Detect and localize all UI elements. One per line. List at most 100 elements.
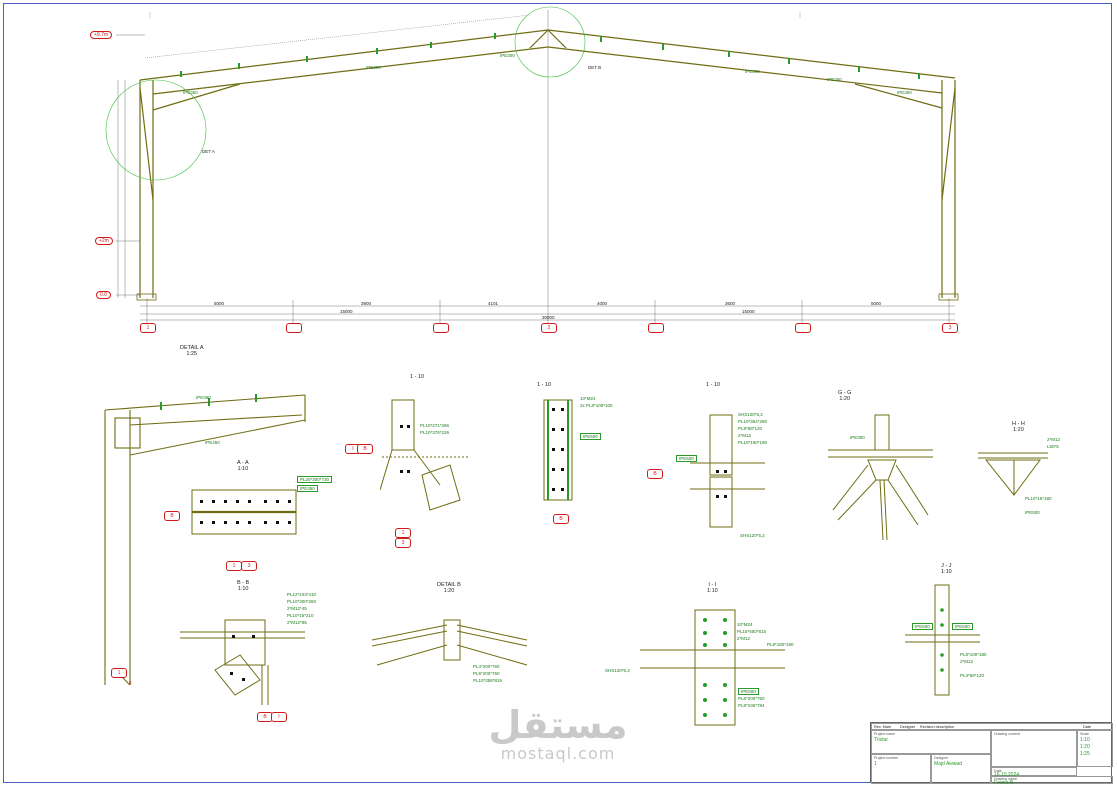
section-jj-part: 2*M12 bbox=[960, 659, 974, 664]
section-jj-part: PL4*58*120 bbox=[960, 673, 985, 678]
header-revision: Revision description bbox=[920, 724, 954, 729]
view-110c-part: PL10*150*180 bbox=[738, 440, 768, 445]
date-cell: Date 16.10.2024 bbox=[991, 767, 1077, 778]
section-ii-part: IPE500 bbox=[738, 688, 759, 695]
scale-value: 1:10 bbox=[1080, 737, 1090, 743]
section-ii-part: 2*M12 bbox=[737, 636, 751, 641]
span-dimension: 30000 bbox=[542, 315, 555, 320]
header-designer: Designer bbox=[900, 724, 916, 729]
date-value: 16.10.2024 bbox=[994, 771, 1020, 778]
view-110c-part: PL8*58*120 bbox=[738, 426, 763, 431]
section-label: IPE300 bbox=[745, 69, 760, 74]
view-110c-drawing bbox=[690, 414, 765, 528]
detail-marker-b: DET B bbox=[588, 65, 602, 70]
project-number: 1 bbox=[874, 761, 877, 767]
watermark-arabic: مستقل bbox=[488, 703, 628, 747]
span-dimension: 6000 bbox=[214, 301, 225, 306]
watermark: مستقل mostaql.com bbox=[488, 706, 628, 763]
detail-b-part: PL4*200*760 bbox=[473, 664, 500, 669]
detail-b-part: PL6*200*760 bbox=[473, 671, 500, 676]
section-ii-part: 10*M24 bbox=[737, 622, 753, 627]
drawing-name-label: Drawing name bbox=[994, 777, 1018, 781]
view-110a-tag: 1 bbox=[395, 528, 411, 538]
level-mid: +2m bbox=[95, 237, 113, 245]
grid-axis-1: 1 bbox=[140, 323, 156, 333]
section-jj-drawing bbox=[905, 584, 980, 696]
section-ii-part: PL8*180*180 bbox=[767, 642, 794, 647]
view-110c-part: PL10*354*280 bbox=[738, 419, 768, 424]
scale-label: Scale bbox=[1080, 732, 1089, 736]
date-label: Date bbox=[994, 769, 1002, 773]
drawing-content-cell: Drawing content bbox=[991, 730, 1077, 767]
section-label: IPE360 bbox=[183, 90, 198, 95]
view-110b-part: IPE500 bbox=[580, 433, 601, 440]
section-bb-tag: I bbox=[271, 712, 287, 722]
section-gg-part: IPE300 bbox=[850, 435, 865, 440]
detail-b-drawing bbox=[372, 619, 528, 666]
section-jj-part: PL8*100*180 bbox=[960, 652, 987, 657]
section-hh-drawing bbox=[978, 452, 1048, 496]
span-dimension: 15000 bbox=[340, 309, 353, 314]
detail-a-tag-3: 3 bbox=[129, 680, 132, 685]
section-label: IPE300 bbox=[366, 65, 381, 70]
grid-bubble-blank bbox=[795, 323, 811, 333]
title-block-header: Rev. Mark Designer Revision description … bbox=[871, 723, 1113, 730]
sheet-border bbox=[3, 3, 1112, 783]
section-bb-part: 2*M12*85 bbox=[287, 620, 307, 625]
view-110a-tag: 3 bbox=[395, 538, 411, 548]
section-gg-drawing bbox=[828, 414, 933, 541]
section-bb-drawing bbox=[180, 619, 305, 705]
designer-label: Designer bbox=[934, 756, 949, 760]
detail-a-drawing bbox=[104, 394, 306, 686]
detail-a-section: IPE360 bbox=[196, 395, 211, 400]
section-hh-part: IPE500 bbox=[1025, 510, 1040, 515]
header-date: Date bbox=[1083, 724, 1092, 729]
detail-b-part: PL10*356*815 bbox=[473, 678, 503, 683]
span-dimension: 3600 bbox=[725, 301, 736, 306]
view-110c-section: IPE500 bbox=[676, 455, 697, 462]
drawing-content-label: Drawing content bbox=[994, 732, 1020, 736]
header-rev-mark: Rev. Mark bbox=[874, 724, 892, 729]
view-110c-part: 2*M12 bbox=[738, 433, 752, 438]
section-ii-part: PL15*550*815 bbox=[737, 629, 767, 634]
section-hh-part: L50*5 bbox=[1047, 444, 1059, 449]
section-aa-plate: PL20*300*730 bbox=[297, 476, 333, 483]
view-110c-title: 1 - 10 bbox=[706, 382, 721, 388]
view-110b-title: 1 - 10 bbox=[537, 382, 552, 388]
view-110c-tag: B bbox=[647, 469, 663, 479]
grid-axis-2: 2 bbox=[541, 323, 557, 333]
span-dimension: 4000 bbox=[597, 301, 608, 306]
section-ii-part: PL6*200*760 bbox=[738, 696, 765, 701]
designer-name: Majd Awwad bbox=[934, 761, 962, 767]
span-dimension: 15000 bbox=[742, 309, 755, 314]
detail-a-tag: 1 bbox=[111, 668, 127, 678]
section-jj-part: IPE500 bbox=[912, 623, 933, 630]
span-dimension: 3900 bbox=[361, 301, 372, 306]
view-110a-title: 1 - 10 bbox=[410, 374, 425, 380]
section-hh-part: 2*M12 bbox=[1047, 437, 1061, 442]
view-110b-part: 10*M24 bbox=[580, 396, 596, 401]
span-dimension: 5000 bbox=[871, 301, 882, 306]
watermark-latin: mostaql.com bbox=[500, 744, 616, 763]
section-bb-part: PL10*15*210 bbox=[287, 613, 314, 618]
section-bb-part: 2*M12*45 bbox=[287, 606, 307, 611]
view-110a-plate: PL10*271*266 bbox=[420, 423, 450, 428]
detail-a-section: IPE450 bbox=[205, 440, 220, 445]
detail-marker-a: DET A bbox=[202, 149, 215, 154]
section-aa-tag: B bbox=[164, 511, 180, 521]
view-110b-part: 2x PL8*100*100 bbox=[580, 403, 613, 408]
section-label: IPE300 bbox=[500, 53, 515, 58]
section-bb-part: PL10*300*260 bbox=[287, 599, 317, 604]
title-block: Rev. Mark Designer Revision description … bbox=[870, 722, 1113, 786]
scale-value: 1:25 bbox=[1080, 751, 1090, 757]
level-ridge: +9.7m bbox=[90, 31, 113, 39]
project-name-cell: Project name Tristar bbox=[871, 730, 991, 754]
section-hh-part: PL10*15*180 bbox=[1025, 496, 1052, 501]
section-aa-tag: 3 bbox=[241, 561, 257, 571]
